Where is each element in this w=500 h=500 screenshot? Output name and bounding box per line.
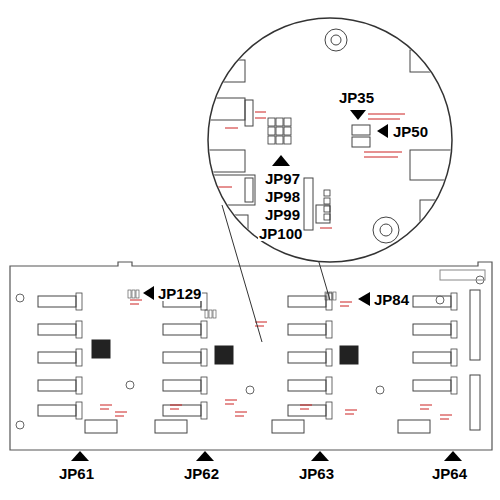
jumper-label: JP129 [157,286,202,301]
jumper-label: JP98 [264,189,301,204]
callout-arrows [71,110,462,461]
zoom-detail [200,29,460,254]
jumper-label: JP99 [264,207,301,222]
jumper-label: JP100 [258,226,303,241]
jumper-label: JP62 [183,466,220,481]
jumper-label: JP50 [392,124,429,139]
jumper-label: JP84 [373,292,410,307]
jumper-label: JP97 [264,171,301,186]
jumper-label: JP35 [338,90,375,105]
zoom-circle [208,18,452,262]
jumper-label: JP64 [431,466,468,481]
jumper-label: JP63 [298,466,335,481]
zoom-line [318,259,330,300]
jumper-label: JP61 [58,466,95,481]
pin-header [268,118,330,220]
board-parts [16,270,485,433]
board-outline [10,262,492,450]
